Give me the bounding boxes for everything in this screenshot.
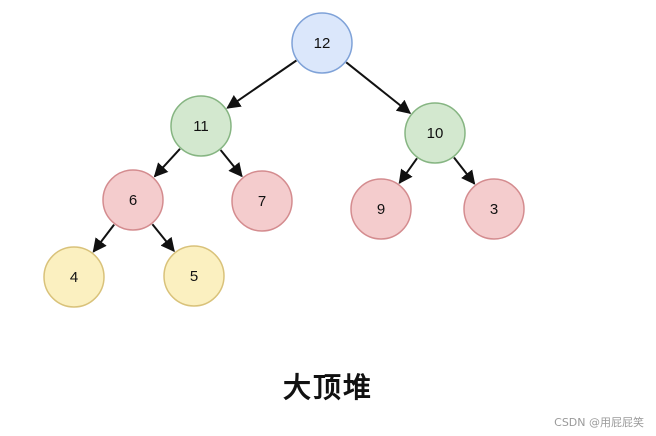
node-label: 3 [490,201,498,218]
heap-node-10: 10 [404,102,466,164]
heap-node-11: 11 [170,95,232,157]
node-label: 6 [129,192,137,209]
node-circle [404,102,466,164]
heap-node-3: 3 [463,178,525,240]
watermark: CSDN @用屁屁笑 [554,416,644,429]
heap-node-6: 6 [102,169,164,231]
node-circle [350,178,412,240]
node-label: 5 [190,268,198,285]
node-label: 12 [314,35,331,52]
heap-node-5: 5 [163,245,225,307]
heap-node-12: 12 [291,12,353,74]
node-circle [43,246,105,308]
edges-layer [92,59,476,253]
node-label: 7 [258,193,266,210]
node-label: 9 [377,201,385,218]
edge-n12-n10 [345,61,412,114]
nodes-layer: 12 11 10 6 7 9 3 4 5 [43,12,525,308]
edge-n11-n6 [153,148,181,178]
edge-n6-n4 [92,223,115,253]
heap-node-7: 7 [231,170,293,232]
heap-node-4: 4 [43,246,105,308]
node-circle [291,12,353,74]
node-circle [170,95,232,157]
node-label: 10 [427,125,444,142]
node-label: 11 [193,118,209,135]
edge-n10-n3 [453,156,476,185]
node-circle [231,170,293,232]
node-circle [102,169,164,231]
node-circle [163,245,225,307]
node-label: 4 [70,269,78,286]
edge-n6-n5 [151,223,175,253]
edge-n11-n7 [219,149,243,178]
heap-node-9: 9 [350,178,412,240]
diagram-caption: 大顶堆 [282,371,373,404]
node-circle [463,178,525,240]
edge-n12-n11 [226,59,297,109]
edge-n10-n9 [398,157,418,185]
